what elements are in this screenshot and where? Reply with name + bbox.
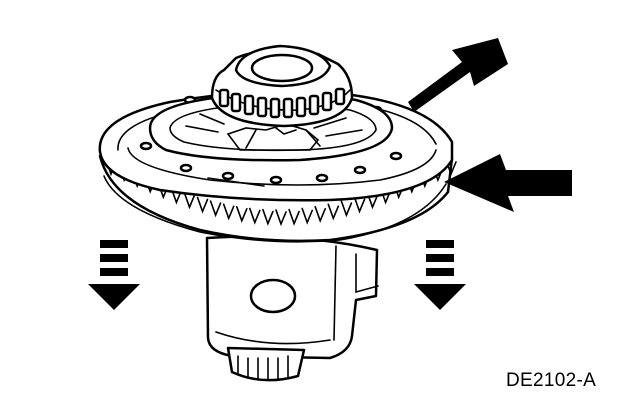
lower-bearing [226,346,306,382]
dashed-down-arrow-icon [88,240,140,310]
pinion-shaft-hole [249,278,297,314]
figure-label: DE2102-A [506,370,597,391]
upper-bearing [210,44,354,128]
dashed-down-arrow-icon-right [414,240,466,310]
bearing-rollers [218,87,346,119]
solid-arrow-icon [408,38,572,212]
differential-case [205,235,379,360]
